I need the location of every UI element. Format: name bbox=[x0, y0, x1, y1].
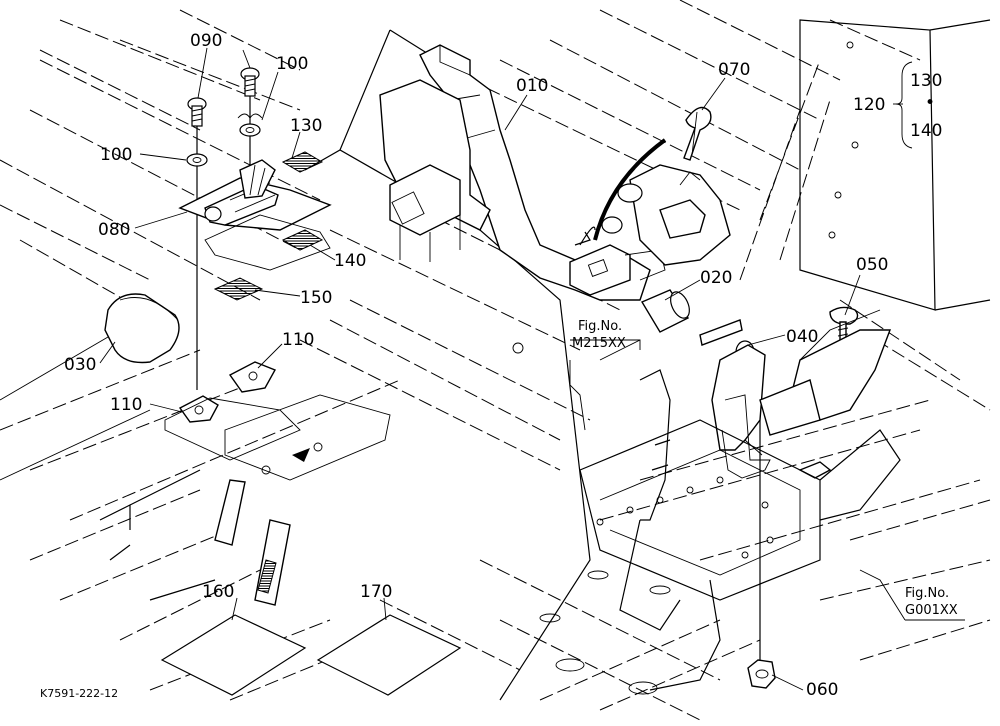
leader-lines bbox=[99, 47, 903, 691]
label-120: 120 bbox=[853, 95, 885, 115]
nut-060 bbox=[747, 420, 776, 689]
decal-170 bbox=[316, 614, 462, 696]
fig-ref-g001-number: G001XX bbox=[905, 603, 958, 618]
bolt-090 bbox=[187, 67, 260, 390]
pedal-pad-030 bbox=[104, 293, 180, 364]
lower-bracket-frame bbox=[579, 369, 901, 691]
label-170: 170 bbox=[360, 582, 392, 602]
part-labels: 090 100 100 130 080 140 150 110 030 110 … bbox=[64, 31, 942, 700]
fig-ref-g001-label: Fig.No. bbox=[905, 586, 949, 601]
support-rods bbox=[214, 479, 291, 606]
hinge-080 bbox=[178, 159, 332, 271]
fig-ref-m215-label: Fig.No. bbox=[578, 319, 622, 334]
label-110-upper: 110 bbox=[282, 330, 314, 350]
label-030: 030 bbox=[64, 355, 96, 375]
fig-ref-m215: Fig.No. M215XX bbox=[569, 319, 641, 431]
lever-010 bbox=[379, 44, 666, 301]
label-150: 150 bbox=[300, 288, 332, 308]
label-090: 090 bbox=[190, 31, 222, 51]
label-plates bbox=[213, 151, 324, 301]
fig-ref-g001: Fig.No. G001XX bbox=[859, 569, 965, 621]
label-060: 060 bbox=[806, 680, 838, 700]
label-010: 010 bbox=[516, 76, 548, 96]
label-070: 070 bbox=[718, 60, 750, 80]
label-100-top: 100 bbox=[276, 54, 308, 74]
cage-nut-110 bbox=[164, 361, 391, 481]
label-130-group: 130 bbox=[910, 71, 942, 91]
label-080: 080 bbox=[98, 220, 130, 240]
group-separator: • bbox=[925, 93, 935, 113]
label-130-left: 130 bbox=[290, 116, 322, 136]
label-050: 050 bbox=[856, 255, 888, 275]
decal-160 bbox=[160, 614, 307, 696]
bushing-020 bbox=[640, 289, 690, 333]
label-020: 020 bbox=[700, 268, 732, 288]
label-140-left: 140 bbox=[334, 251, 366, 271]
group-bracket-120 bbox=[895, 61, 913, 149]
label-140-group: 140 bbox=[910, 121, 942, 141]
fig-ref-m215-number: M215XX bbox=[572, 336, 626, 351]
washer-100 bbox=[186, 113, 263, 167]
label-040: 040 bbox=[786, 327, 818, 347]
pin-040 bbox=[699, 319, 771, 479]
pivot-assembly bbox=[574, 106, 731, 266]
bolt-050 bbox=[759, 306, 892, 479]
drawing-code: K7591-222-12 bbox=[40, 687, 118, 700]
label-110-lower: 110 bbox=[110, 395, 142, 415]
label-100-left: 100 bbox=[100, 145, 132, 165]
label-160: 160 bbox=[202, 582, 234, 602]
